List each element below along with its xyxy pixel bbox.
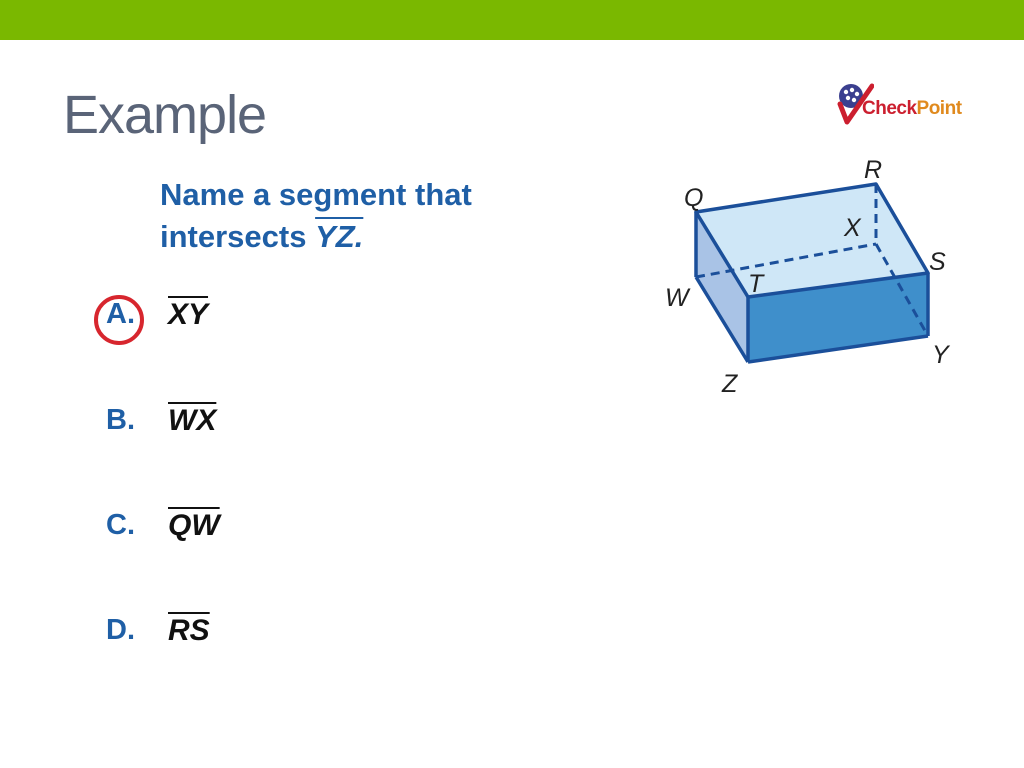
vertex-label-q: Q	[684, 184, 703, 212]
slide-title: Example	[63, 85, 267, 145]
choice-answer: QW	[168, 509, 220, 542]
vertex-label-r: R	[864, 156, 882, 184]
checkpoint-logo: CheckPoint	[834, 82, 979, 130]
question-prompt: Name a segment that intersects YZ.	[160, 174, 540, 258]
prism-top-face	[696, 184, 928, 297]
rectangular-prism-diagram: Q R S T W X Y Z	[665, 156, 951, 398]
vertex-label-z: Z	[721, 370, 738, 398]
vertex-label-t: T	[748, 270, 765, 298]
question-segment: YZ.	[315, 219, 364, 254]
choice-answer: XY	[168, 298, 209, 331]
prism-hidden-edges	[695, 184, 930, 337]
checkpoint-logo-icon	[837, 83, 875, 125]
vertex-label-s: S	[929, 248, 946, 276]
choice-letter: D.	[106, 614, 135, 646]
choice-letter: C.	[106, 509, 135, 541]
choice-letter: A.	[106, 298, 135, 330]
choice-letter: B.	[106, 404, 135, 436]
prism-left-face	[696, 212, 748, 362]
question-text: Name a segment that intersects	[160, 177, 472, 254]
vertex-label-y: Y	[932, 341, 951, 369]
vertex-label-x: X	[843, 214, 862, 242]
checkpoint-logo-text: CheckPoint	[862, 98, 962, 119]
prism-visible-edges	[694, 182, 930, 364]
choice-answer: WX	[168, 404, 217, 437]
prism-front-face	[748, 273, 928, 362]
vertex-label-w: W	[665, 284, 691, 312]
choice-answer: RS	[168, 614, 210, 647]
top-accent-bar	[0, 0, 1024, 40]
selected-answer-circle	[94, 295, 144, 345]
